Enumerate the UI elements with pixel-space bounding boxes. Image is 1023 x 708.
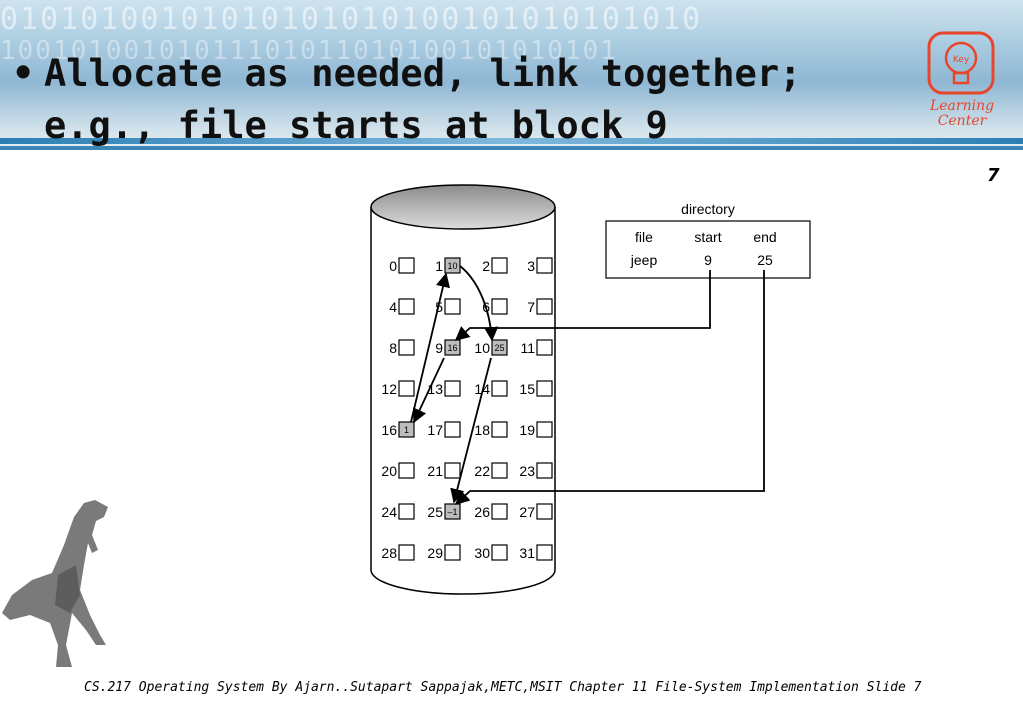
block-15 <box>536 380 553 397</box>
block-19 <box>536 421 553 438</box>
block-3 <box>536 257 553 274</box>
block-label-25: 25 <box>427 504 443 520</box>
header-stripe <box>0 138 1023 144</box>
block-11 <box>536 339 553 356</box>
block-label-19: 19 <box>519 422 535 438</box>
block-12 <box>398 380 415 397</box>
block-label-11: 11 <box>520 340 535 356</box>
block-label-28: 28 <box>381 545 397 561</box>
directory-cell-end: 25 <box>757 252 773 268</box>
block-label-26: 26 <box>474 504 490 520</box>
block-8 <box>398 339 415 356</box>
block-1 <box>444 257 461 274</box>
block-pointer-1: 10 <box>447 261 457 271</box>
chain-arrow-9-to-16 <box>412 357 445 424</box>
block-23 <box>536 462 553 479</box>
block-label-24: 24 <box>381 504 397 520</box>
block-label-31: 31 <box>519 545 535 561</box>
block-label-4: 4 <box>389 299 397 315</box>
block-5 <box>444 298 461 315</box>
block-21 <box>444 462 461 479</box>
block-label-12: 12 <box>381 381 397 397</box>
bullet: • <box>12 52 35 95</box>
directory-table: directory file start end jeep 9 25 <box>605 201 811 279</box>
block-pointer-25: –1 <box>447 507 457 517</box>
block-label-7: 7 <box>527 299 535 315</box>
directory-header-start: start <box>694 229 721 245</box>
start-pointer-arrow <box>454 270 711 341</box>
block-6 <box>491 298 508 315</box>
block-25 <box>444 503 461 520</box>
block-label-0: 0 <box>389 258 397 274</box>
block-label-15: 15 <box>519 381 535 397</box>
block-0 <box>398 257 415 274</box>
block-24 <box>398 503 415 520</box>
block-13 <box>444 380 461 397</box>
slide-number: 7 <box>987 165 1000 186</box>
directory-cell-file: jeep <box>630 252 658 268</box>
block-label-23: 23 <box>519 463 535 479</box>
block-9 <box>444 339 461 356</box>
block-18 <box>491 421 508 438</box>
dinosaur-icon <box>2 500 108 667</box>
block-pointer-16: 1 <box>404 425 409 435</box>
block-label-18: 18 <box>474 422 490 438</box>
block-29 <box>444 544 461 561</box>
block-label-10: 10 <box>474 340 490 356</box>
block-label-8: 8 <box>389 340 397 356</box>
block-4 <box>398 298 415 315</box>
directory-title: directory <box>681 201 735 217</box>
block-26 <box>491 503 508 520</box>
block-16 <box>398 421 415 438</box>
footer-text: CS.217 Operating System By Ajarn..Sutapa… <box>84 680 922 695</box>
block-label-27: 27 <box>519 504 535 520</box>
title-line-1: Allocate as needed, link together; <box>44 52 802 95</box>
chain-arrow-10-to-25 <box>450 357 492 504</box>
block-14 <box>491 380 508 397</box>
block-10 <box>491 339 508 356</box>
block-label-1: 1 <box>435 258 443 274</box>
logo-bulb-text: Key <box>953 55 970 65</box>
block-31 <box>536 544 553 561</box>
block-label-20: 20 <box>381 463 397 479</box>
block-label-5: 5 <box>435 299 443 315</box>
chain-arrow-1-to-10 <box>459 265 499 342</box>
disk-cylinder <box>370 184 556 595</box>
block-27 <box>536 503 553 520</box>
block-label-2: 2 <box>482 258 490 274</box>
slide-title: •Allocate as needed, link together; e.g.… <box>12 48 801 152</box>
block-label-29: 29 <box>427 545 443 561</box>
block-label-3: 3 <box>527 258 535 274</box>
binary-pattern: 01010100101010101010100101010101010 <box>0 2 703 37</box>
block-pointer-10: 25 <box>494 343 504 353</box>
directory-header-end: end <box>753 229 776 245</box>
block-label-21: 21 <box>427 463 443 479</box>
block-pointer-9: 16 <box>447 343 457 353</box>
block-22 <box>491 462 508 479</box>
block-30 <box>491 544 508 561</box>
block-28 <box>398 544 415 561</box>
block-label-30: 30 <box>474 545 490 561</box>
binary-pattern: 10010100101011101011010100101010101 <box>0 36 618 66</box>
block-label-16: 16 <box>381 422 397 438</box>
block-7 <box>536 298 553 315</box>
logo-text-learning: Learning <box>929 98 994 114</box>
header-stripe <box>0 146 1023 150</box>
directory-cell-start: 9 <box>704 252 712 268</box>
header-banner: 01010100101010101010100101010101010 1001… <box>0 0 1023 150</box>
block-2 <box>491 257 508 274</box>
learning-center-logo: Key Learning Center <box>927 31 995 129</box>
block-label-9: 9 <box>435 340 443 356</box>
block-20 <box>398 462 415 479</box>
block-17 <box>444 421 461 438</box>
block-label-22: 22 <box>474 463 490 479</box>
block-label-17: 17 <box>427 422 443 438</box>
logo-text-center: Center <box>938 113 988 129</box>
title-line-2: e.g., file starts at block 9 <box>44 104 668 147</box>
directory-header-file: file <box>635 229 653 245</box>
chain-arrow-16-to-1 <box>410 272 451 423</box>
